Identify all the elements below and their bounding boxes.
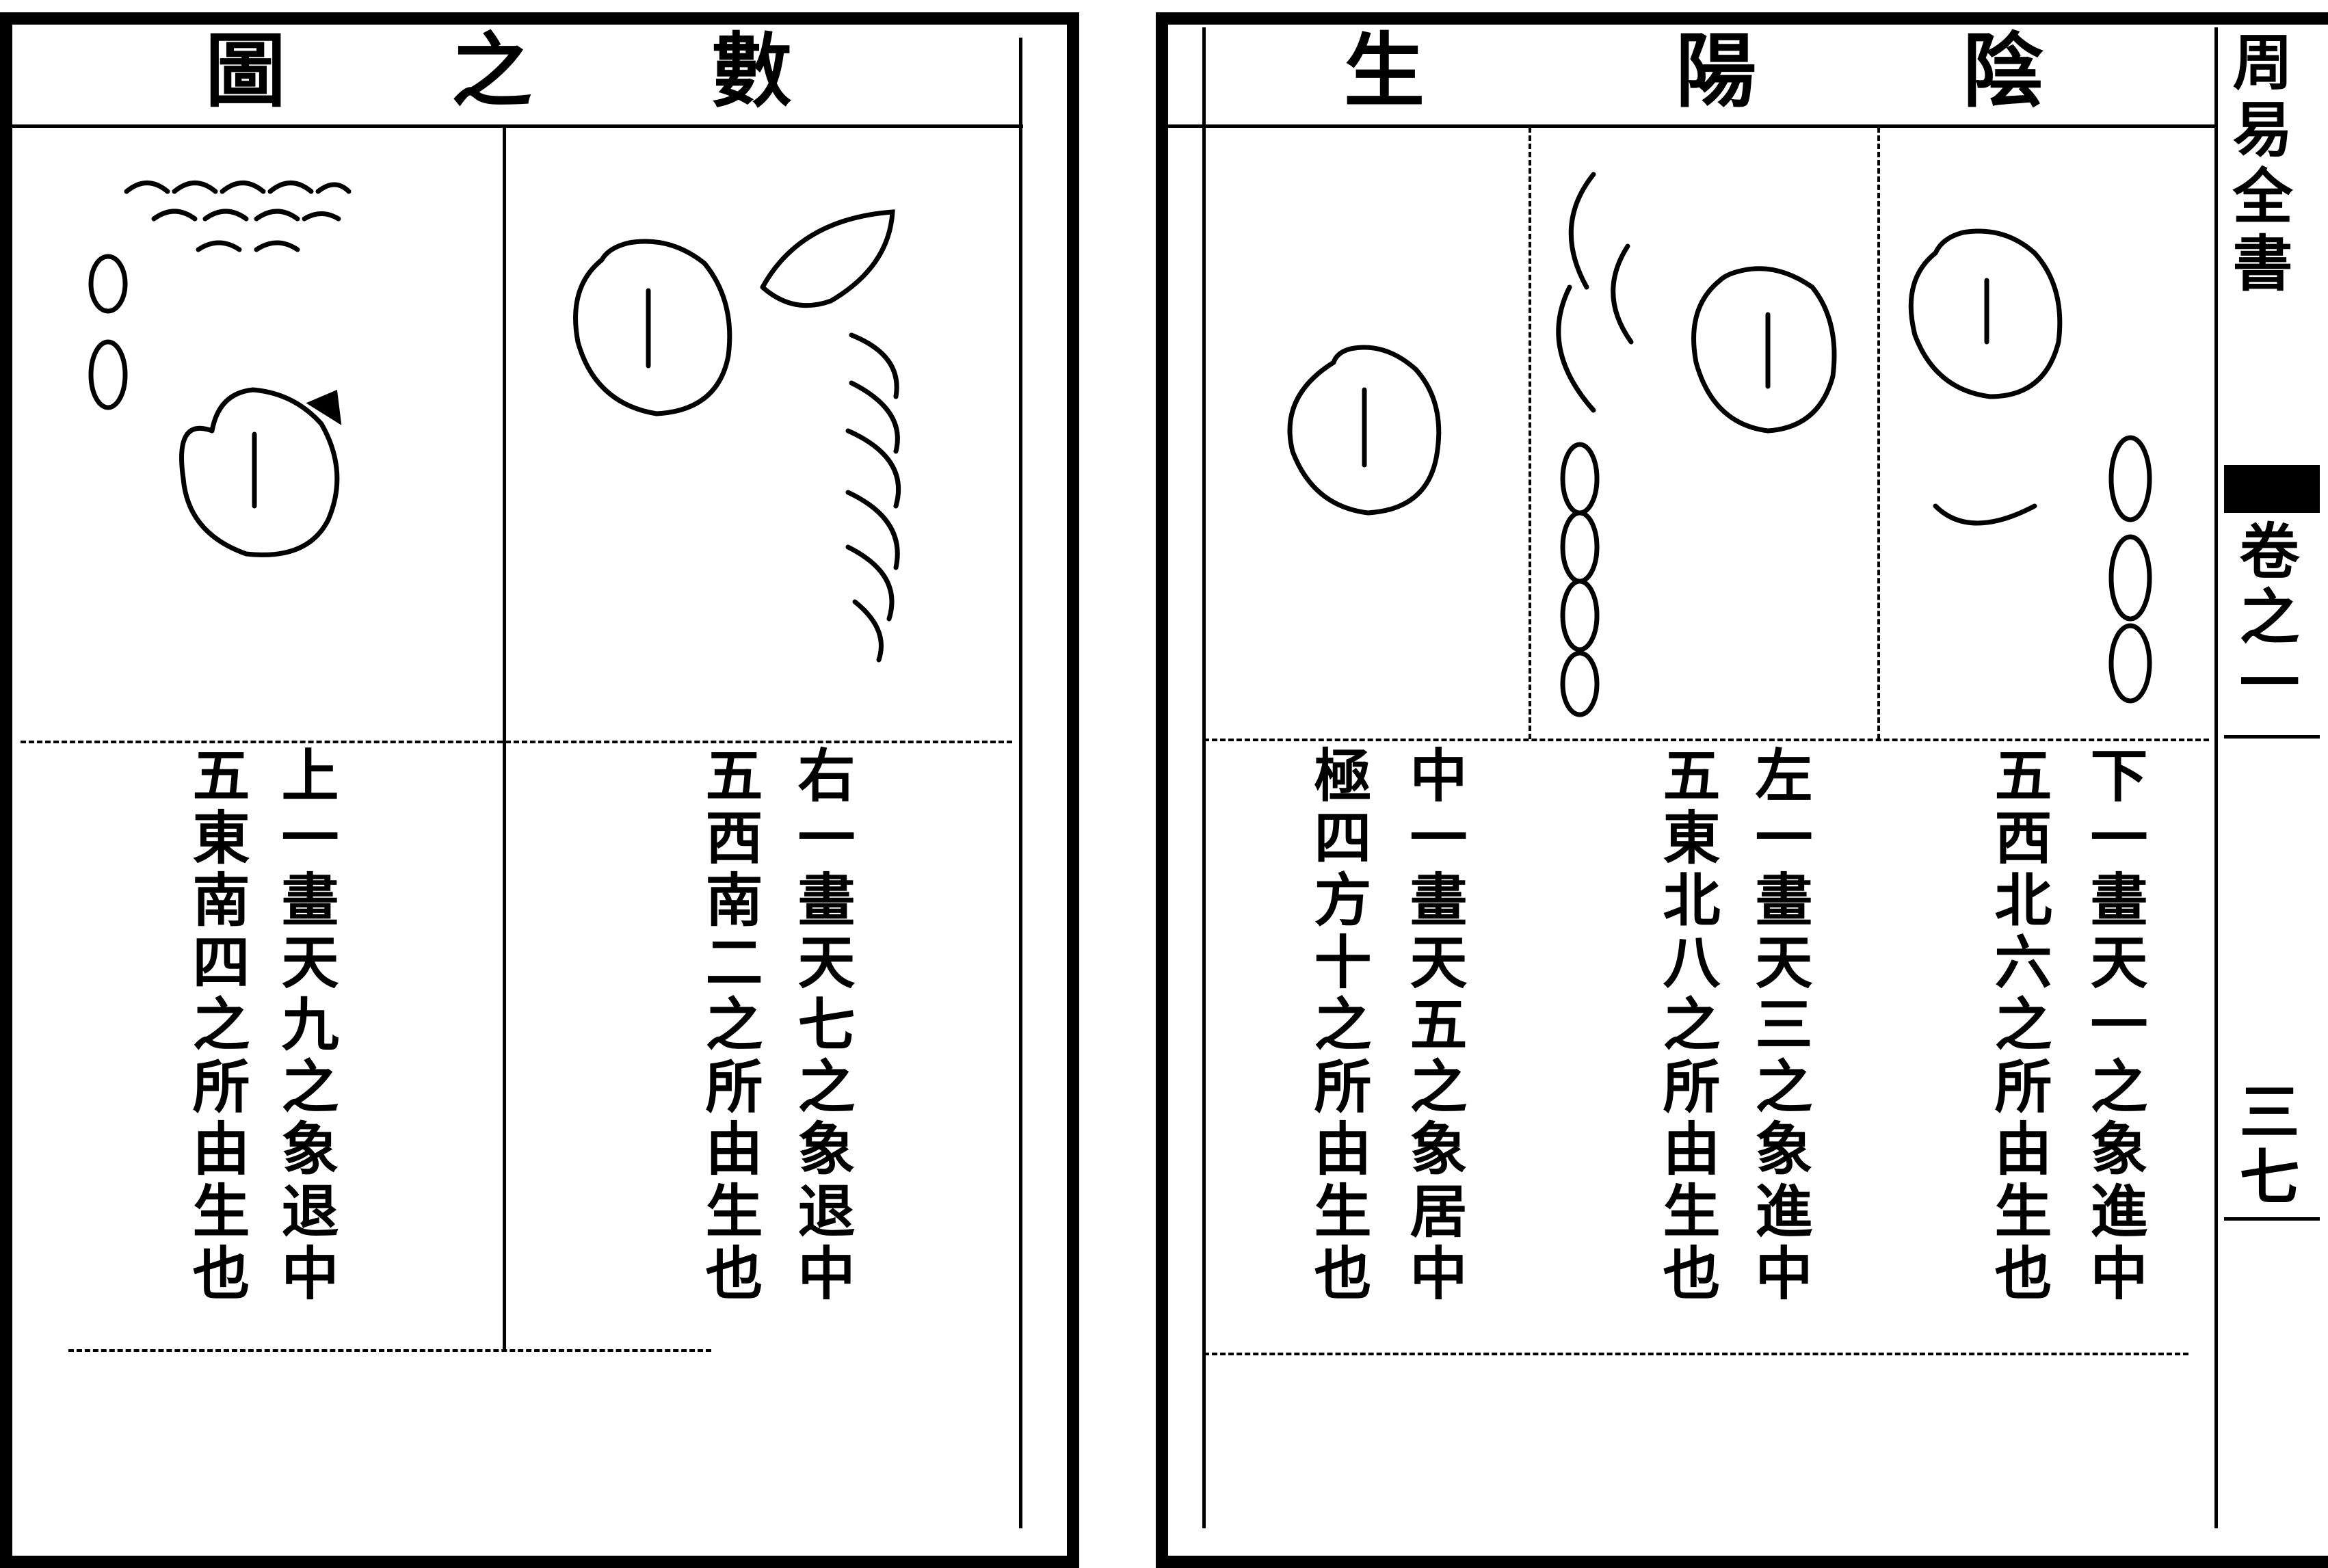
right-caption-col3-1: 中一畫天五之象居中 — [1401, 745, 1468, 1305]
left-diagram — [88, 181, 901, 663]
right-caption-col1-2: 五西北六之所由生也 — [1985, 745, 2053, 1305]
right-inner-rule — [1202, 27, 1206, 1528]
right-divider-1 — [1877, 127, 1880, 739]
left-title-char-1: 數 — [711, 23, 793, 118]
left-caption-left-col-2: 五東南四之所由生也 — [183, 745, 251, 1305]
left-mid-rule — [21, 741, 1012, 743]
left-caption-right-col-1: 右一畫天七之象退中 — [789, 745, 856, 1305]
right-title-char-2: 陽 — [1676, 23, 1757, 118]
right-outer-rule — [2214, 27, 2218, 1528]
right-caption-col2-2: 五東北八之所由生也 — [1654, 745, 1721, 1305]
left-center-divider — [503, 127, 506, 1351]
left-caption-left-col-1: 上一畫天九之象退中 — [272, 745, 340, 1305]
left-page — [0, 12, 1079, 1568]
right-caption-col1-1: 下一畫天一之象進中 — [2081, 745, 2149, 1305]
right-title-char-1: 陰 — [1963, 23, 2044, 118]
book-title: 周易全書 — [2223, 31, 2294, 299]
right-bottom-rule — [1204, 1353, 2188, 1355]
left-outer-rule — [1019, 38, 1022, 1528]
right-header-rule — [1168, 124, 2214, 128]
volume-rule — [2224, 735, 2320, 739]
left-title-char-3: 圖 — [205, 23, 287, 118]
right-title-char-3: 生 — [1344, 23, 1425, 118]
right-divider-2 — [1529, 127, 1531, 739]
right-mid-rule — [1204, 739, 2209, 741]
right-caption-col3-2: 極四方十之所由生也 — [1305, 745, 1373, 1305]
volume-tab-marker — [2224, 465, 2320, 513]
page-number: 三七 — [2230, 1080, 2301, 1210]
left-title-char-2: 之 — [451, 23, 533, 118]
page-number-rule — [2224, 1217, 2320, 1221]
left-header-rule — [12, 124, 1023, 128]
left-caption-right-col-2: 五西南二之所由生也 — [696, 745, 764, 1305]
volume-label: 卷之一 — [2230, 520, 2301, 717]
right-caption-col2-1: 左一畫天三之象進中 — [1746, 745, 1814, 1305]
left-bottom-rule — [68, 1349, 711, 1352]
